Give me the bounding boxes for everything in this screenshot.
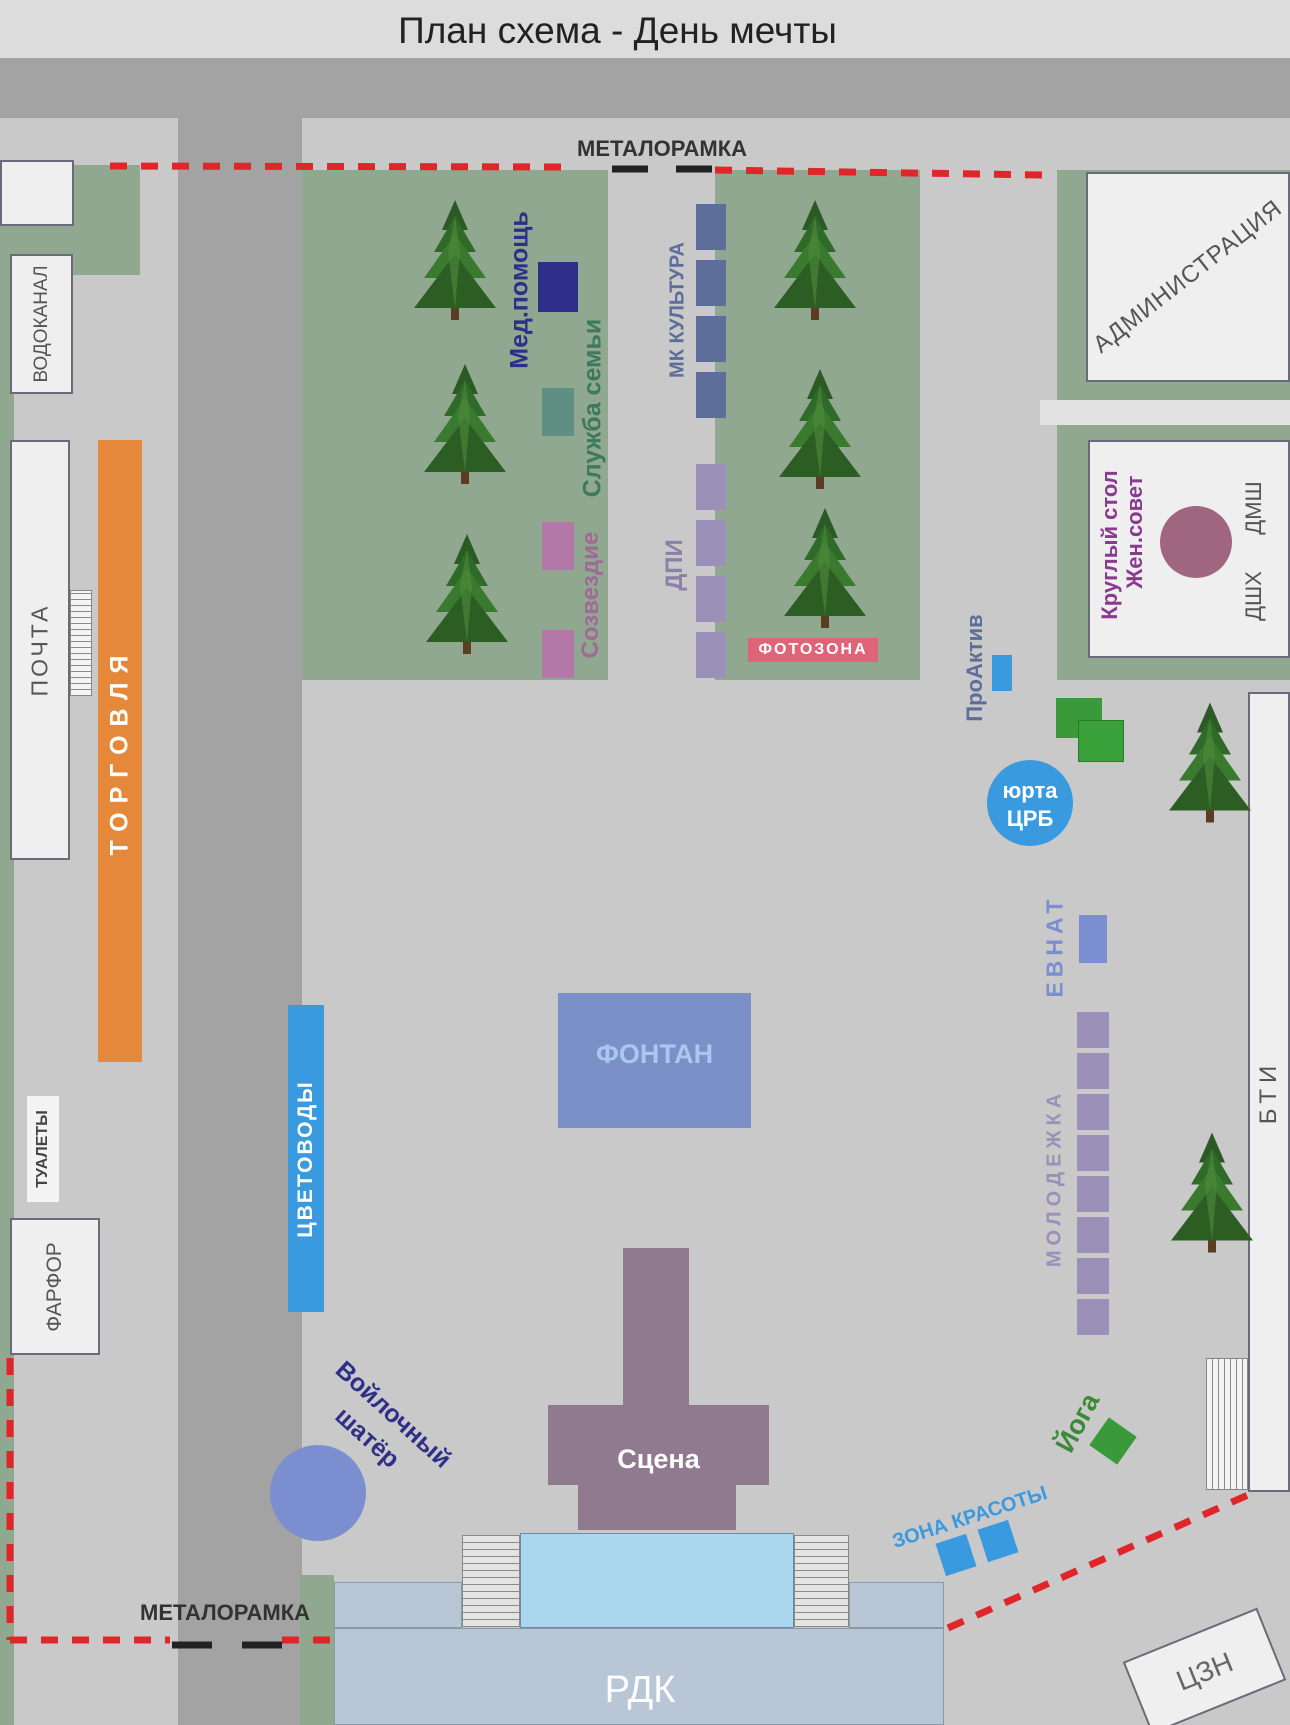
scena-main: [548, 1405, 769, 1485]
molodezhka-box-7: [1077, 1258, 1109, 1294]
admin-path: [1040, 400, 1290, 425]
bti-stairs: [1206, 1358, 1248, 1490]
fence-top-left: [109, 162, 571, 171]
mk-kultura-box-4: [696, 372, 726, 418]
dpi-box-2: [696, 520, 726, 566]
yurta-label: юрта: [1002, 778, 1058, 803]
scena-front: [578, 1485, 736, 1530]
molodezhka-box-6: [1077, 1217, 1109, 1253]
building-farfor: ФАРФОР: [10, 1218, 100, 1355]
green-box-2: [1078, 720, 1124, 762]
scena-back: [623, 1248, 689, 1406]
fence-top-right: [714, 166, 1046, 179]
building-vodokanal: ВОДОКАНАЛ: [10, 254, 73, 394]
stage-water: [520, 1533, 794, 1628]
building-corner: [0, 160, 74, 226]
molodezhka-box-1: [1077, 1012, 1109, 1048]
fontan: ФОНТАН: [558, 993, 751, 1128]
mk-kultura-box-3: [696, 316, 726, 362]
sozvezdie-box-2: [542, 630, 574, 678]
sozvezdie-box-1: [542, 522, 574, 570]
building-bti: БТИ: [1248, 692, 1290, 1492]
dpi-box-1: [696, 464, 726, 510]
building-pochta: ПОЧТА: [10, 440, 70, 860]
evnat-box: [1079, 915, 1107, 963]
dpi-box-3: [696, 576, 726, 622]
mk-kultura-box-2: [696, 260, 726, 306]
page-title: План схема - День мечты: [398, 10, 837, 51]
tsvetovody-zone: ЦВЕТОВОДЫ: [288, 1005, 324, 1312]
title-bar: [0, 0, 1290, 58]
krugly-stol-circle: [1160, 506, 1232, 578]
sluzhba-semyi-box: [542, 388, 574, 436]
metal-detector-top-label: МЕТАЛОРАМКА: [577, 136, 748, 161]
voilochny-shater-circle: [270, 1445, 366, 1541]
molodezhka-box-3: [1077, 1094, 1109, 1130]
yurta-crb-circle: [987, 760, 1073, 846]
molodezhka-box-5: [1077, 1176, 1109, 1212]
rdk-porch-left: [334, 1582, 462, 1628]
proaktiv-box: [992, 655, 1012, 691]
lawn-bottom-strip: [300, 1575, 334, 1725]
torgovlya-zone: ТОРГОВЛЯ: [98, 440, 142, 1062]
scena-label: Сцена: [617, 1444, 700, 1474]
rdk-stairs-right: [794, 1535, 849, 1627]
vertical-road: [178, 118, 302, 1725]
mk-kultura-box-1: [696, 204, 726, 250]
fence-diagonal: [946, 1491, 1250, 1632]
rdk-stairs-left: [462, 1535, 520, 1627]
molodezhka-box-4: [1077, 1135, 1109, 1171]
pochta-stairs: [70, 590, 92, 696]
dpi-box-4: [696, 632, 726, 678]
molodezhka-box-8: [1077, 1299, 1109, 1335]
molodezhka-box-2: [1077, 1053, 1109, 1089]
top-road: [0, 58, 1290, 118]
fontan-label: ФОНТАН: [595, 1039, 714, 1069]
building-tualety: ТУАЛЕТЫ: [27, 1096, 59, 1202]
fotozona-sign: ФОТОЗОНА: [748, 638, 878, 662]
fotozona-label: ФОТОЗОНА: [758, 641, 868, 658]
building-administratsiya: АДМИНИСТРАЦИЯ: [1086, 172, 1290, 382]
rdk-porch-right: [849, 1582, 944, 1628]
crb-label: ЦРБ: [1006, 806, 1054, 831]
med-pomosch-box: [538, 262, 578, 312]
rdk-label: РДК: [604, 1669, 676, 1711]
metal-detector-bottom-label: МЕТАЛОРАМКА: [140, 1600, 311, 1625]
